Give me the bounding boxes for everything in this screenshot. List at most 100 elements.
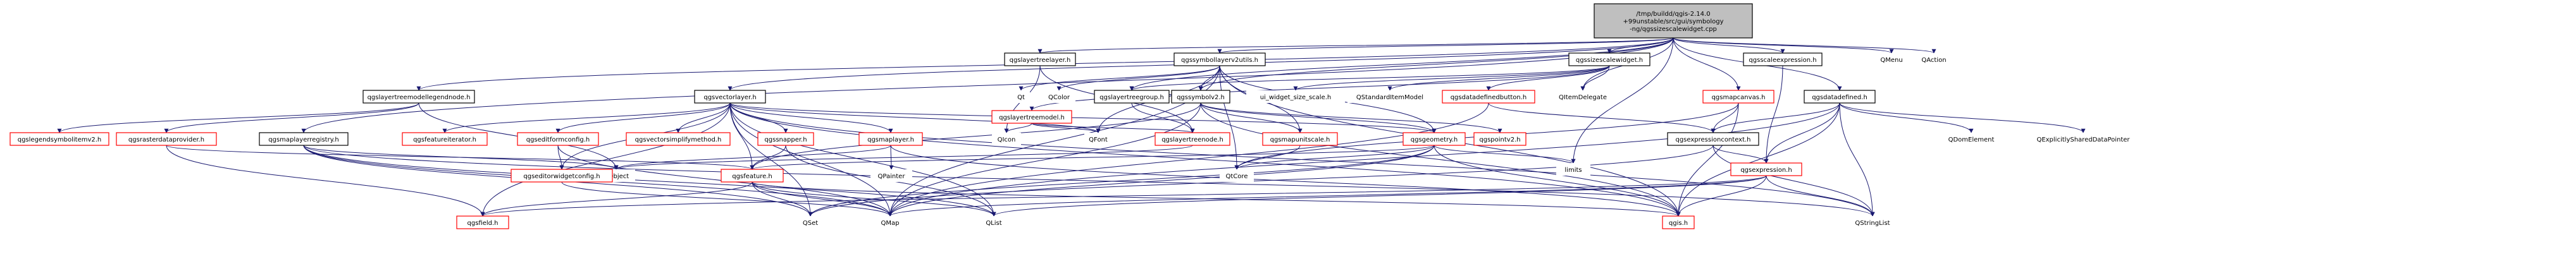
edge-root-to-qgssymbolv2 [1198, 37, 1674, 91]
node-label: qgsvectorlayer.h [703, 94, 756, 101]
node-qgsmaplayer[interactable]: qgsmaplayer.h [858, 132, 923, 146]
node-label: qgslayertreemodellegendnode.h [368, 94, 471, 101]
node-qgseditorwidgetconfig[interactable]: qgseditorwidgetconfig.h [511, 169, 613, 183]
node-label: qgslayertreegroup.h [1099, 94, 1164, 101]
node-label: qgsmaplayerregistry.h [268, 136, 338, 143]
edge-qgssymbollayerv2utils-to-qcolor [1056, 65, 1220, 91]
node-qgslegendsymbolitemv2[interactable]: qgslegendsymbolitemv2.h [9, 132, 109, 146]
node-label: qgslayertreelayer.h [1010, 57, 1071, 64]
node-box [1556, 163, 1590, 176]
node-label: QAction [1921, 57, 1946, 64]
node-label: QObject [604, 173, 629, 180]
node-label: qgslegendsymbolitemv2.h [18, 136, 102, 143]
edge-qgsexpressioncontext-to-qset [808, 145, 1714, 217]
node-qgsfeatureiterator[interactable]: qgsfeatureiterator.h [402, 132, 488, 146]
node-box [1702, 90, 1774, 104]
edge-qgsmapunitscale-to-qcore [1234, 145, 1301, 170]
node-qgsmapunitscale[interactable]: qgsmapunitscale.h [1262, 132, 1338, 146]
edge-qgslayertreemodel-to-qfont [1031, 123, 1101, 133]
node-qgslayertreemodellegendnode[interactable]: qgslayertreemodellegendnode.h [362, 90, 475, 104]
node-qgsvectorsimplifymethod[interactable]: qgsvectorsimplifymethod.h [626, 132, 731, 146]
node-box [858, 132, 923, 146]
node-qcore: QtCore [1220, 169, 1254, 182]
node-root[interactable]: /tmp/buildd/qgis-2.14.0+99unstable/src/g… [1594, 3, 1753, 39]
node-box [1246, 90, 1345, 103]
edge-qgsdatadefined-to-qmap [888, 102, 1840, 217]
node-label: qgspointv2.h [1479, 136, 1520, 143]
node-label: limits [1564, 167, 1582, 174]
edge-qgssymbollayerv2utils-to-qcore [1219, 65, 1239, 170]
edge-qgsdatadefinedbutton-to-qmap [888, 102, 1489, 217]
node-label: QItemDelegate [1559, 94, 1607, 101]
node-qgslayertreelayer[interactable]: qgslayertreelayer.h [1004, 52, 1076, 66]
edge-qgssymbolv2-to-qgis [1200, 102, 1681, 217]
node-box [991, 110, 1072, 124]
node-label: qgsmapcanvas.h [1712, 94, 1766, 101]
node-qgsvectorlayer[interactable]: qgsvectorlayer.h [694, 90, 766, 104]
node-label: qgssizescalewidget.h [1576, 57, 1643, 64]
node-box [1262, 132, 1338, 146]
node-box [1662, 215, 1695, 229]
node-qgsdatadefined[interactable]: qgsdatadefined.h [1804, 90, 1876, 104]
node-qgslayertreegroup[interactable]: qgslayertreegroup.h [1094, 90, 1170, 104]
node-qgssnapper[interactable]: qgssnapper.h [757, 132, 814, 146]
node-box [1043, 90, 1075, 103]
edge-qgsvectorlayer-to-qgsfield [480, 102, 731, 217]
node-qgsfield[interactable]: qgsfield.h [456, 215, 509, 229]
edge-qgsexpressioncontext-to-qgsexpression [1712, 145, 1769, 164]
edge-qgsdatadefinedbutton-to-qgsexpressioncontext [1488, 102, 1716, 133]
edge-qgsmaplayer-to-qobject [614, 145, 891, 170]
node-qgspointv2[interactable]: qgspointv2.h [1473, 132, 1526, 146]
node-box [1173, 52, 1266, 66]
node-box [1155, 132, 1230, 146]
node-box [1004, 52, 1076, 66]
node-label: qgsscaleexpression.h [1749, 57, 1816, 64]
node-box [511, 169, 613, 183]
edge-qgsfeature-to-qmap [752, 181, 893, 217]
node-label: QMap [881, 220, 900, 227]
node-box [1942, 133, 2000, 145]
edge-qgssizescalewidget-to-qgslayertreemodel [1029, 65, 1610, 111]
edge-qgsvectorlayer-to-qgis [729, 102, 1681, 217]
node-qgsgeometry[interactable]: qgsgeometry.h [1403, 132, 1466, 146]
node-qset: QSet [796, 216, 825, 229]
node-label: QFont [1089, 136, 1108, 143]
node-label: QColor [1048, 94, 1070, 101]
node-qgsfeature[interactable]: qgsfeature.h [721, 169, 784, 183]
node-box [979, 216, 1008, 229]
node-qgsrasterdataprovider[interactable]: qgsrasterdataprovider.h [116, 132, 217, 146]
node-qgssymbollayerv2utils[interactable]: qgssymbollayerv2utils.h [1173, 52, 1266, 66]
edge-qgsvectorlayer-to-qfont [729, 102, 1101, 133]
edge-qgslayertreenode-to-qobject [614, 145, 1193, 170]
node-qexplicitly: QExplicitlySharedDataPointer [2024, 133, 2142, 145]
node-qgsscaleexpression[interactable]: qgsscaleexpression.h [1743, 52, 1823, 66]
edge-qgsfeature-to-qset [752, 181, 813, 217]
node-label: QStandardItemModel [1356, 94, 1423, 101]
node-label: QMenu [1880, 57, 1902, 64]
node-box [796, 216, 825, 229]
node-qgssymbolv2[interactable]: qgssymbolv2.h [1171, 90, 1230, 104]
node-label: qgsexpressioncontext.h [1675, 136, 1750, 143]
node-box [9, 132, 109, 146]
edge-qgssizescalewidget-to-qitemdelegate [1580, 65, 1610, 91]
edge-qgssymbolv2-to-qgsmapunitscale [1200, 102, 1303, 133]
node-qgsmapcanvas[interactable]: qgsmapcanvas.h [1702, 90, 1774, 104]
node-label: qgsfield.h [468, 220, 498, 227]
node-label: qgsexpression.h [1740, 167, 1792, 174]
node-label: qgslayertreemodel.h [999, 114, 1065, 121]
node-qgsdatadefinedbutton[interactable]: qgsdatadefinedbutton.h [1442, 90, 1535, 104]
node-qgsmaplayerregistry[interactable]: qgsmaplayerregistry.h [259, 132, 349, 146]
node-qgis[interactable]: qgis.h [1662, 215, 1695, 229]
edge-qgsgeometry-to-limits [1434, 145, 1576, 164]
node-qgsexpressioncontext[interactable]: qgsexpressioncontext.h [1667, 132, 1759, 146]
node-qgslayertreenode[interactable]: qgslayertreenode.h [1155, 132, 1230, 146]
node-label: qgsmaplayer.h [867, 136, 914, 143]
node-qgseditformconfig[interactable]: qgseditformconfig.h [517, 132, 599, 146]
node-qgssizescalewidget[interactable]: qgssizescalewidget.h [1568, 52, 1650, 66]
node-box [1347, 90, 1432, 103]
edge-qgsfeature-to-qlist [752, 181, 996, 217]
node-qgslayertreemodel[interactable]: qgslayertreemodel.h [991, 110, 1072, 124]
node-qgsexpression[interactable]: qgsexpression.h [1730, 162, 1802, 176]
node-label: QtCore [1226, 173, 1248, 180]
node-label: QExplicitlySharedDataPointer [2036, 136, 2130, 143]
